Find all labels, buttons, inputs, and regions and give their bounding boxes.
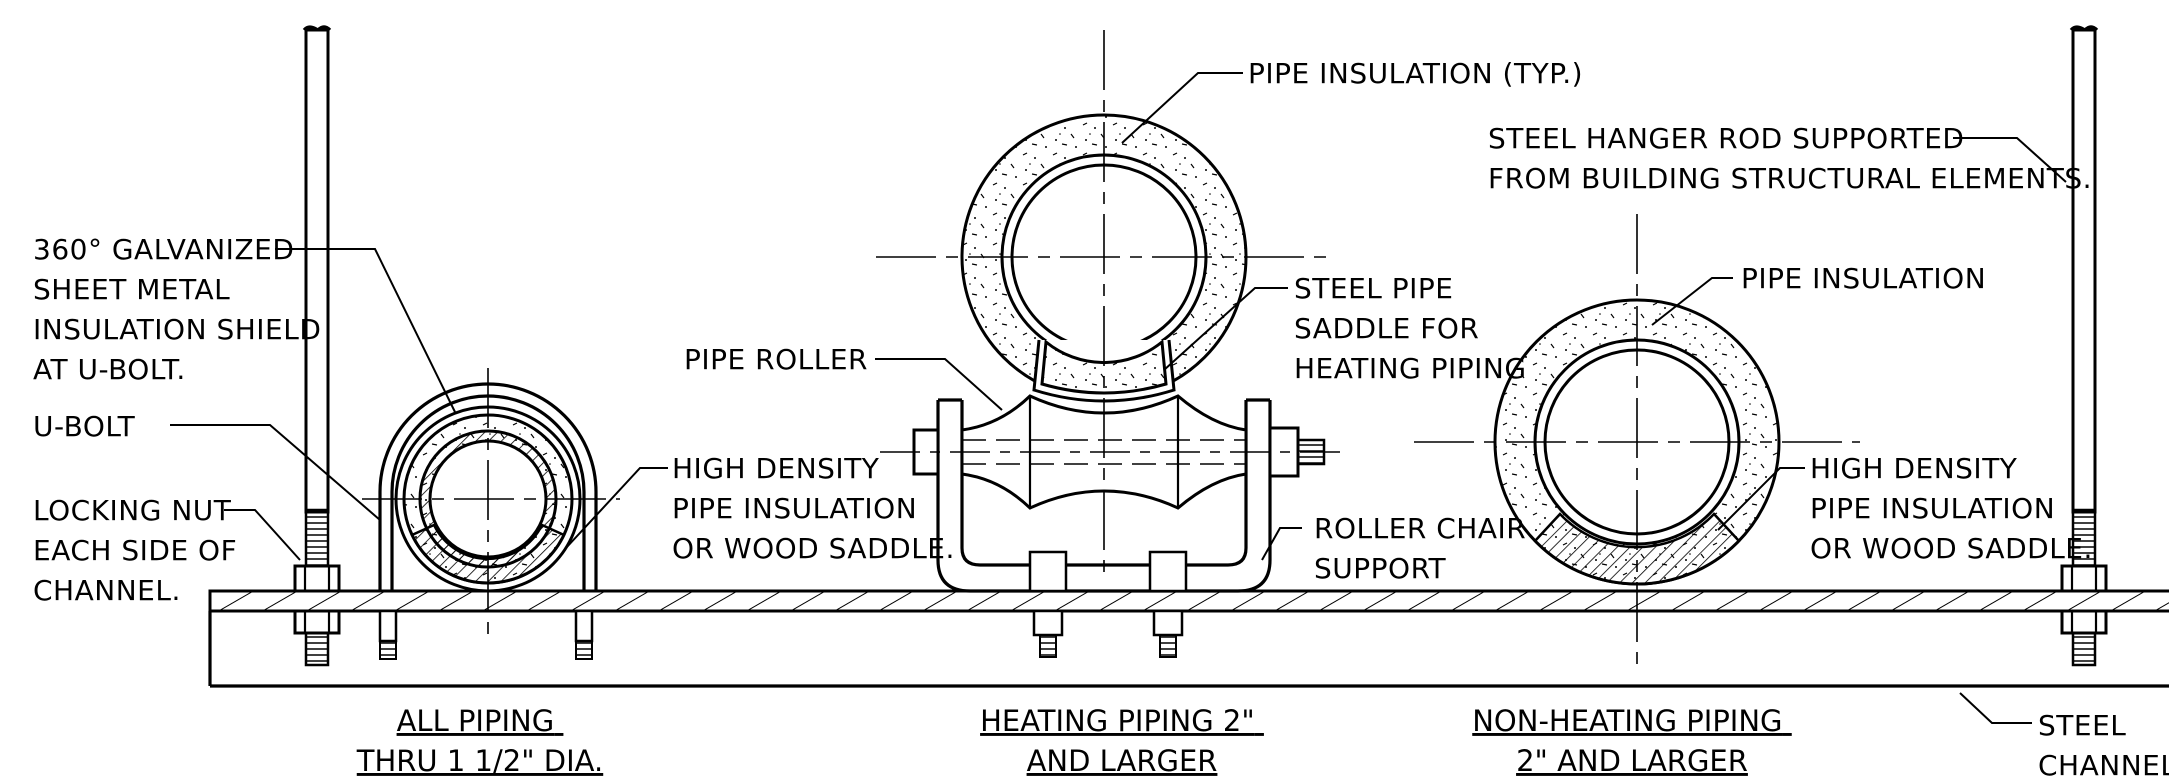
non-heating-pipe-detail [1414,214,1860,668]
u-bolt-pipe-detail [362,368,620,660]
roller-chair-pipe-detail [876,30,1340,658]
roller-chair-label: ROLLER CHAIR SUPPORT [1314,512,1536,585]
leader-lines [170,72,2067,724]
high-density-left-label: HIGH DENSITY PIPE INSULATION OR WOOD SAD… [672,452,955,565]
title-all-piping: ALL PIPING THRU 1 1/2" DIA. [356,704,603,778]
steel-channel [208,589,2169,688]
hanger-rod-label: STEEL HANGER ROD SUPPORTED FROM BUILDING… [1488,122,2092,195]
pipe-insulation-typ-label: PIPE INSULATION (TYP.) [1248,57,1583,90]
steel-channel-label: STEEL CHANNEL [2038,709,2169,780]
steel-saddle-label: STEEL PIPE SADDLE FOR HEATING PIPING [1294,272,1527,385]
high-density-right-label: HIGH DENSITY PIPE INSULATION OR WOOD SAD… [1810,452,2093,565]
pipe-roller-label: PIPE ROLLER [684,343,868,376]
left-hanger-rod [293,25,341,667]
right-hanger-rod [2060,25,2108,667]
title-heating-piping: HEATING PIPING 2" AND LARGER [980,704,1264,778]
title-non-heating-piping: NON-HEATING PIPING 2" AND LARGER [1472,704,1792,778]
locking-nut-label: LOCKING NUT EACH SIDE OF CHANNEL. [33,494,247,607]
shield-label: 360° GALVANIZED SHEET METAL INSULATION S… [33,233,331,386]
detail-titles: ALL PIPING THRU 1 1/2" DIA. HEATING PIPI… [356,704,1792,778]
callout-labels: 360° GALVANIZED SHEET METAL INSULATION S… [33,57,2169,780]
pipe-insulation-right-label: PIPE INSULATION [1741,262,1986,295]
u-bolt-label: U-BOLT [33,410,136,443]
